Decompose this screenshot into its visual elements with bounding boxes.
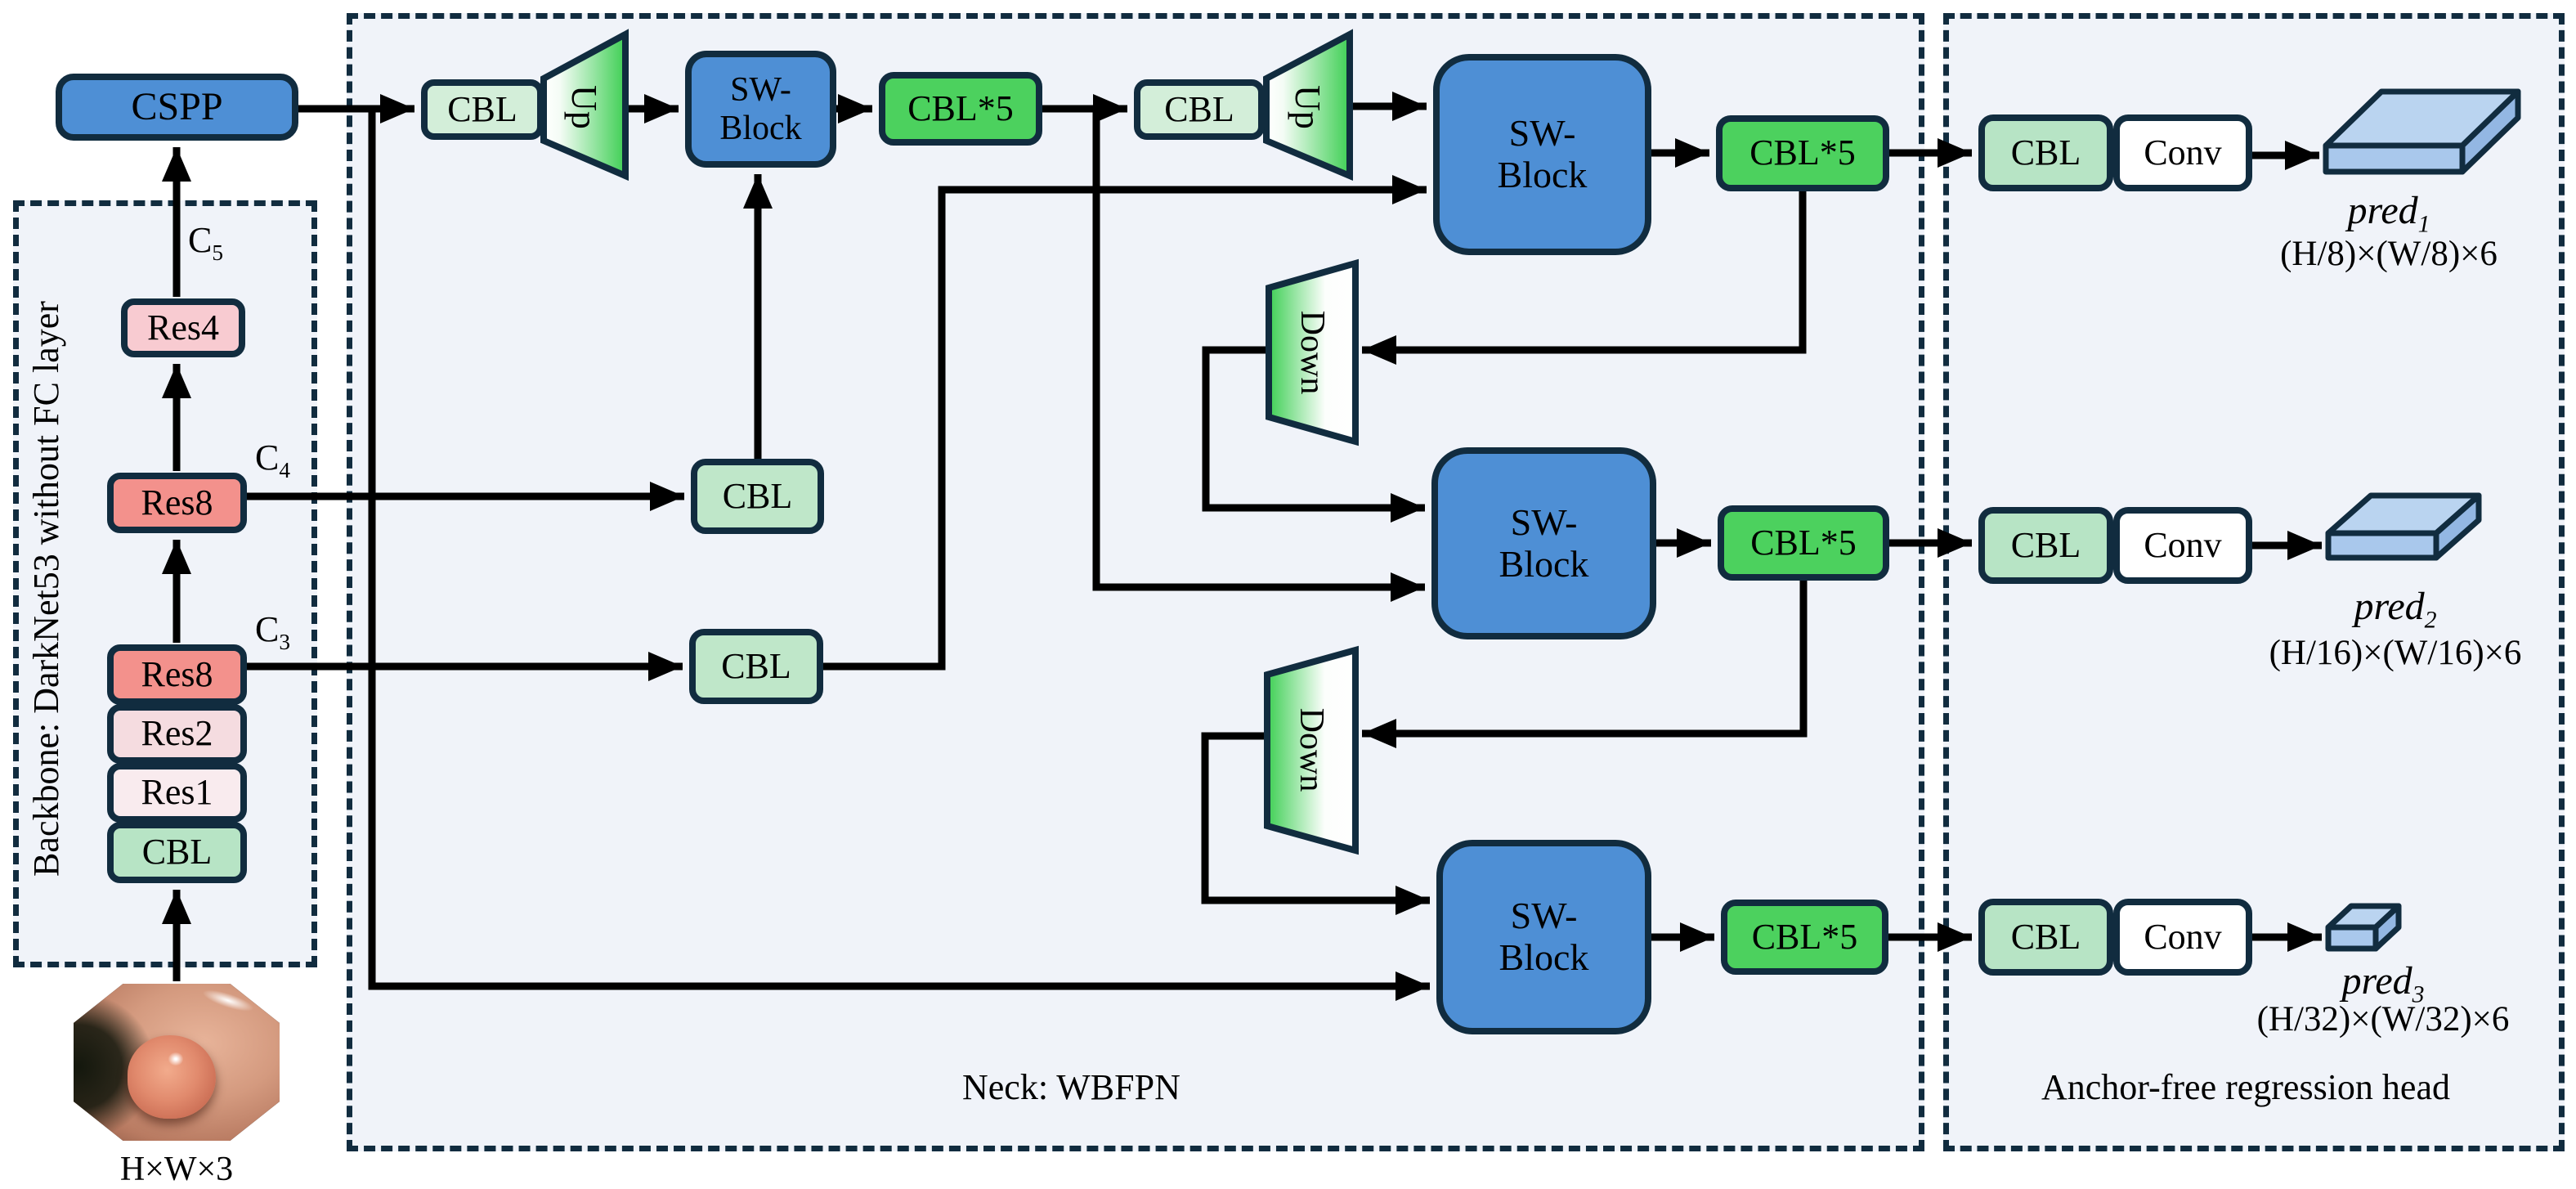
res8-c4-block: Res8 xyxy=(107,473,247,533)
down-label: Down xyxy=(1293,310,1331,395)
conv-label: Conv xyxy=(2144,524,2222,565)
res4-block: Res4 xyxy=(121,298,245,357)
cbl-label: CBL xyxy=(447,88,517,129)
down-label: Down xyxy=(1292,707,1330,792)
cspp-block: CSPP xyxy=(56,74,298,141)
c3-lateral-cbl-block: CBL xyxy=(689,629,823,704)
pred1-name: pred1 xyxy=(2184,188,2576,236)
c5-sub: 5 xyxy=(212,240,223,265)
downsample-2-label: Down xyxy=(1279,708,1344,792)
downsample-1-label: Down xyxy=(1279,311,1345,395)
res2-label: Res2 xyxy=(141,713,213,754)
sw-block-3: SW-Block xyxy=(1431,447,1656,639)
sw-block-1: SW-Block xyxy=(685,51,836,168)
c5-tag: C5 xyxy=(188,219,223,263)
cbl5-block-a: CBL*5 xyxy=(879,72,1042,146)
cbl-label: CBL xyxy=(2010,916,2081,957)
pred2-name: pred2 xyxy=(2191,584,2576,632)
res8-label: Res8 xyxy=(141,482,213,523)
pred2-base: pred xyxy=(2354,585,2425,628)
cbl5-label: CBL*5 xyxy=(1751,916,1858,957)
pred3-sub: 3 xyxy=(2412,980,2425,1008)
upsample-2-label: Up xyxy=(1279,79,1337,136)
conv-label: Conv xyxy=(2144,132,2222,173)
res8-c3-block: Res8 xyxy=(107,644,247,705)
head3-cbl-block: CBL xyxy=(1978,899,2113,976)
c4-sub: 4 xyxy=(279,457,290,482)
head2-cbl-block: CBL xyxy=(1978,507,2113,584)
res4-label: Res4 xyxy=(147,307,219,348)
cbl5-label: CBL*5 xyxy=(1749,132,1856,173)
photo-polyp xyxy=(127,1035,216,1119)
pred2-dims: (H/16)×(W/16)×6 xyxy=(2269,634,2522,672)
input-dims-label: H×W×3 xyxy=(119,1151,234,1188)
head1-conv-block: Conv xyxy=(2113,114,2252,191)
cbl5-label: CBL*5 xyxy=(1750,522,1857,563)
pred1-sub: 1 xyxy=(2417,210,2430,238)
up-label: Up xyxy=(564,85,605,129)
cbl5-label: CBL*5 xyxy=(907,87,1014,128)
pred2-sub: 2 xyxy=(2424,606,2437,634)
cbl5-block-c: CBL*5 xyxy=(1718,505,1889,581)
sw-block-label: SW-Block xyxy=(719,71,802,147)
res2-block: Res2 xyxy=(107,704,247,764)
conv-label: Conv xyxy=(2144,916,2222,957)
head3-conv-block: Conv xyxy=(2113,899,2252,976)
c3-base: C xyxy=(255,609,280,649)
cbl-label: CBL xyxy=(2010,524,2081,565)
neck-cbl1-block: CBL xyxy=(421,79,544,140)
photo-highlight xyxy=(168,1052,183,1066)
c3-sub: 3 xyxy=(279,629,290,654)
up-label: Up xyxy=(1288,85,1328,129)
neck-region-box xyxy=(347,13,1924,1151)
cbl-label: CBL xyxy=(722,475,793,516)
pred1-base: pred xyxy=(2347,189,2418,232)
cbl-label: CBL xyxy=(2010,132,2081,173)
backbone-region-label: Backbone: DarkNet53 without FC layer xyxy=(26,301,66,877)
cbl5-block-d: CBL*5 xyxy=(1721,900,1888,975)
backbone-cbl-block: CBL xyxy=(107,822,247,883)
sw-block-label: SW-Block xyxy=(1497,112,1588,195)
cbl5-block-b: CBL*5 xyxy=(1716,115,1889,191)
endoscopy-input-image xyxy=(74,984,280,1141)
c4-tag: C4 xyxy=(255,437,290,481)
sw-block-label: SW-Block xyxy=(1499,895,1589,978)
head1-cbl-block: CBL xyxy=(1978,114,2113,191)
upsample-1-label: Up xyxy=(556,79,613,136)
cbl-label: CBL xyxy=(1164,88,1234,129)
neck-region-label: Neck: WBFPN xyxy=(962,1067,1180,1107)
res1-block: Res1 xyxy=(107,763,247,823)
res8-label: Res8 xyxy=(141,653,213,694)
head2-conv-block: Conv xyxy=(2113,507,2252,584)
pred3-base: pred xyxy=(2341,959,2412,1003)
sw-block-4: SW-Block xyxy=(1436,840,1651,1034)
cbl-label: CBL xyxy=(141,832,213,873)
c3-tag: C3 xyxy=(255,608,290,653)
sw-block-2: SW-Block xyxy=(1433,54,1651,255)
pred3-dims: (H/32)×(W/32)×6 xyxy=(2256,1000,2510,1039)
c4-lateral-cbl-block: CBL xyxy=(691,459,824,534)
head-region-label: Anchor-free regression head xyxy=(2041,1067,2450,1107)
neck-cbl2-block: CBL xyxy=(1134,79,1265,140)
c5-base: C xyxy=(188,220,213,260)
pred1-dims: (H/8)×(W/8)×6 xyxy=(2280,235,2498,273)
res1-label: Res1 xyxy=(141,772,213,813)
pred3-name: pred3 xyxy=(2179,958,2576,1007)
cspp-label: CSPP xyxy=(131,84,223,128)
c4-base: C xyxy=(255,437,280,478)
cbl-label: CBL xyxy=(721,645,791,686)
sw-block-label: SW-Block xyxy=(1499,500,1589,585)
